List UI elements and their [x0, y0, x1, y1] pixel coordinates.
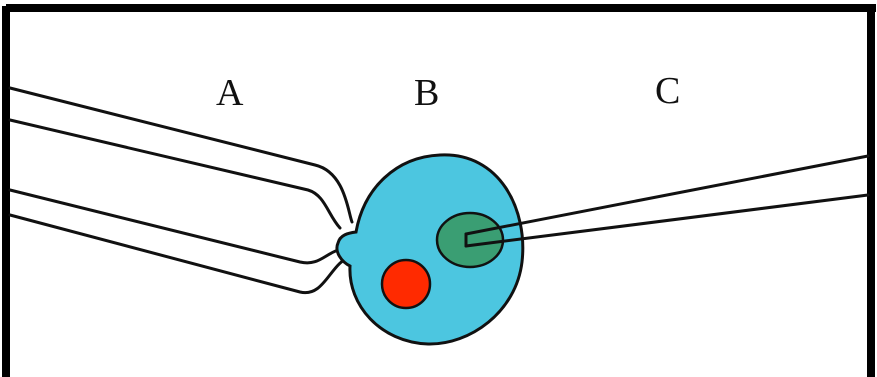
injection-needle-icon: [464, 154, 870, 248]
green-nucleus: [435, 211, 505, 269]
label-a: A: [216, 72, 244, 114]
egg-cell-icon: [335, 153, 525, 346]
label-b: B: [414, 72, 439, 114]
red-nucleus: [380, 258, 432, 310]
label-c: C: [655, 70, 680, 112]
cell-body: [335, 153, 525, 346]
